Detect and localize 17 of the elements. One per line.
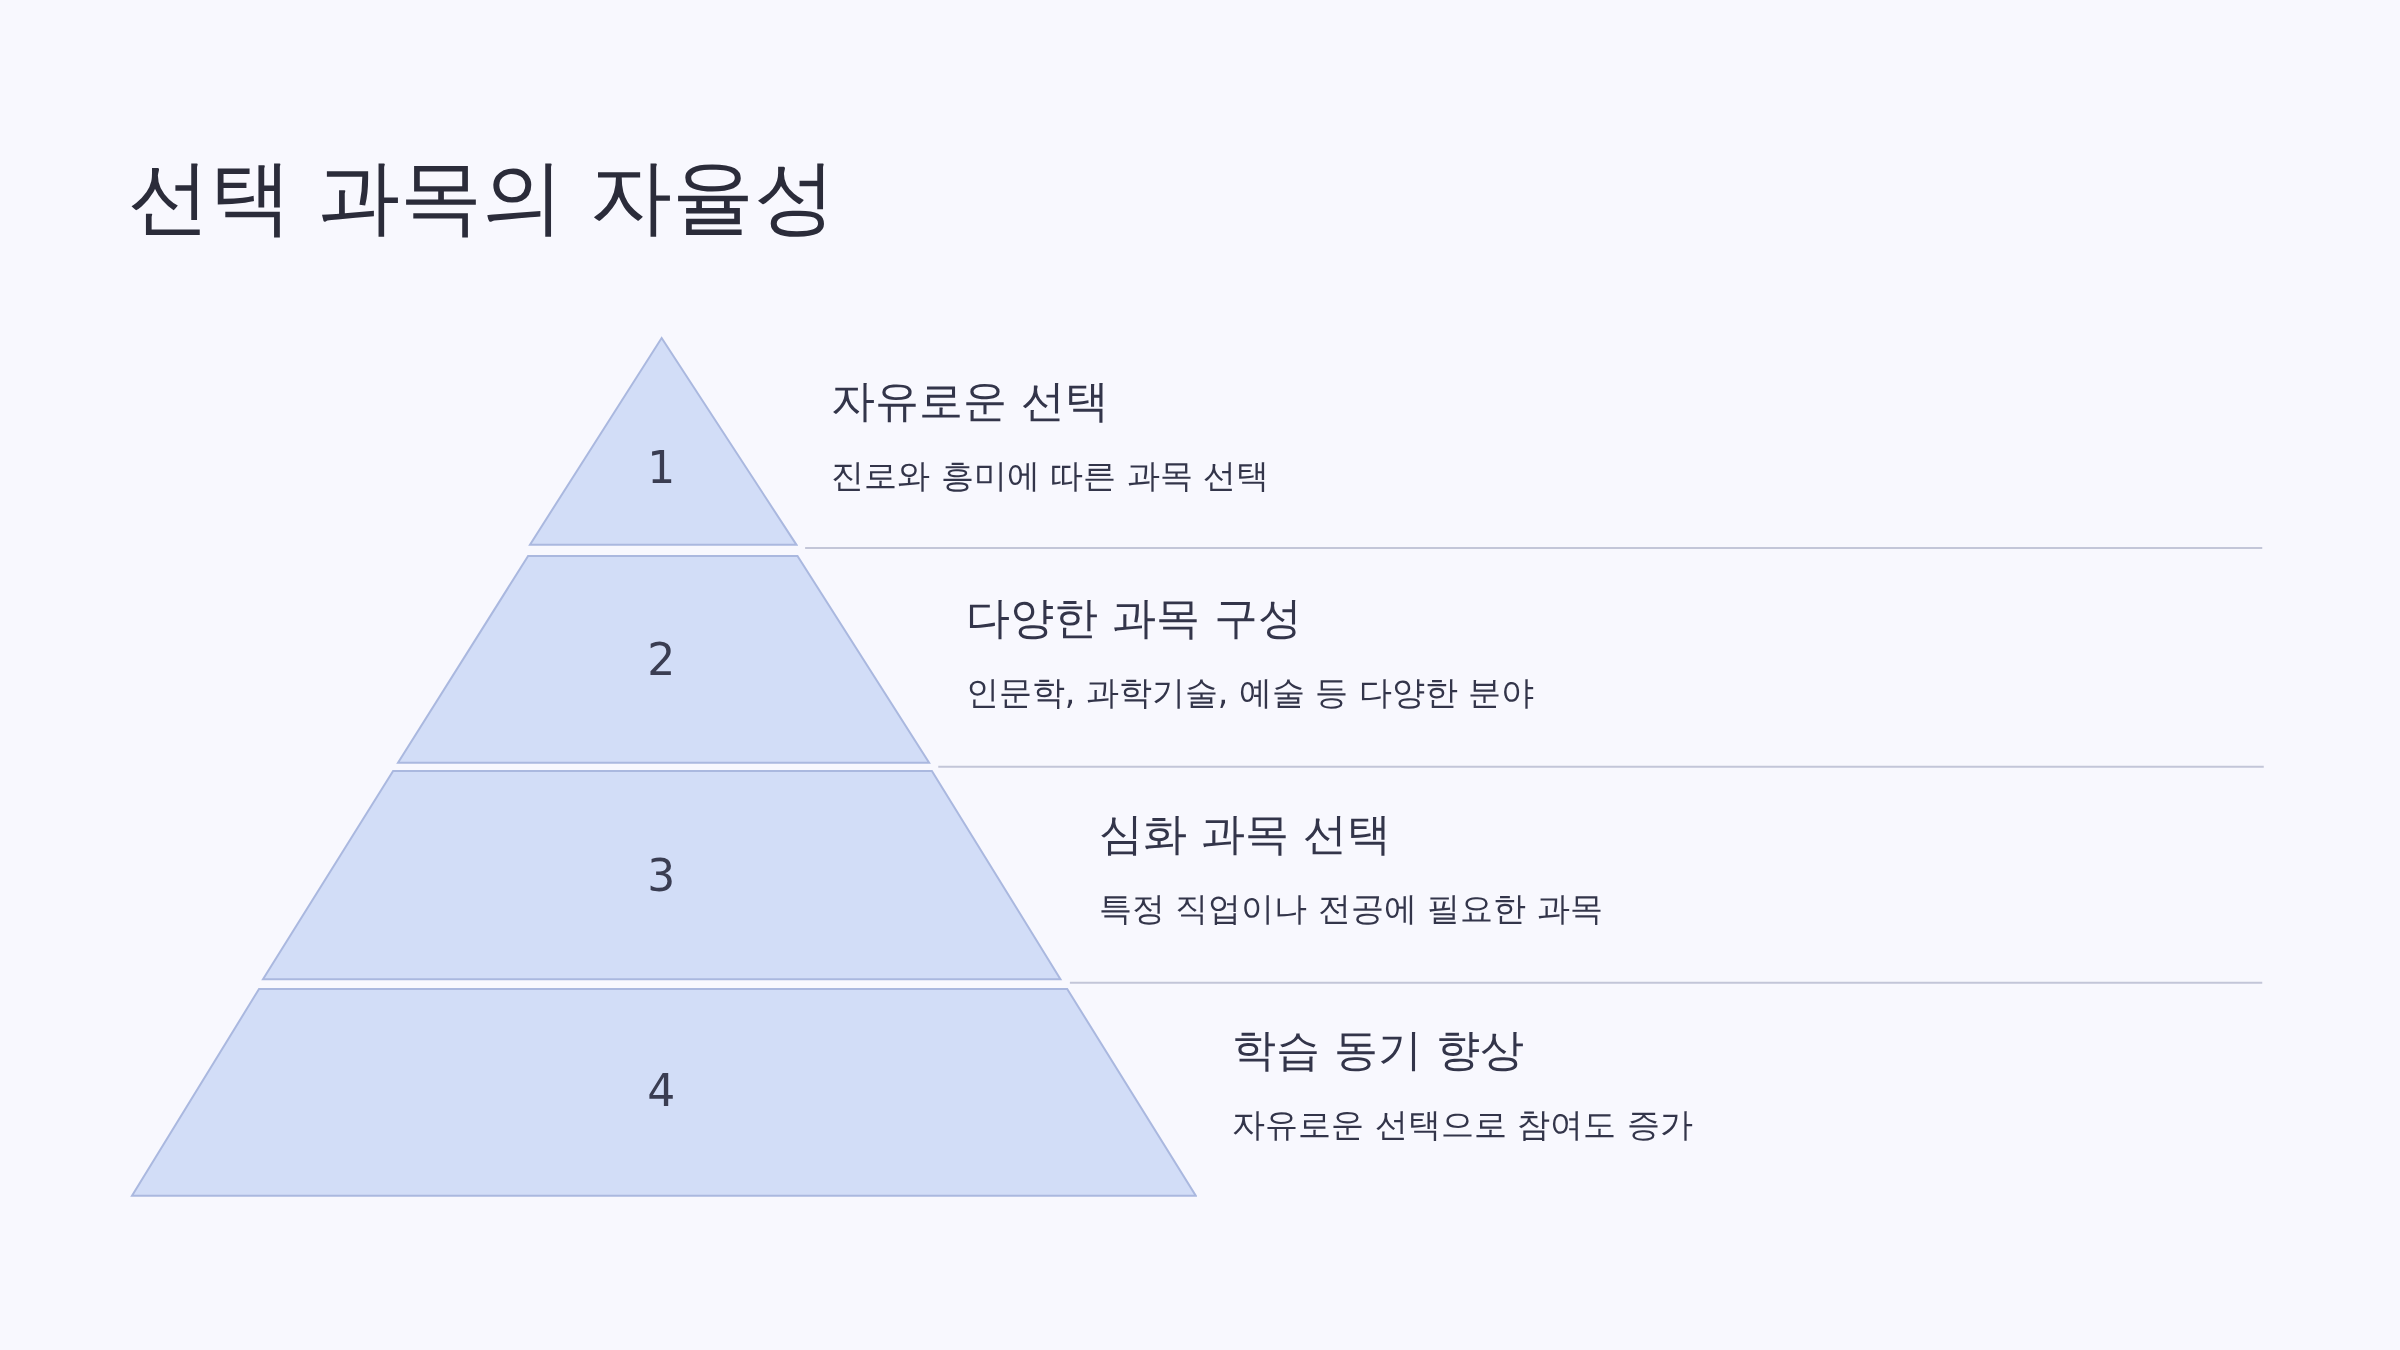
pyramid-tier <box>129 986 1198 1198</box>
tier-heading: 자유로운 선택 <box>831 374 1110 428</box>
tier-description: 자유로운 선택으로 참여도 증가 <box>1232 1105 1693 1145</box>
pyramid-tier <box>395 553 932 765</box>
tier-heading: 심화 과목 선택 <box>1098 807 1391 861</box>
tier-description: 인문학, 과학기술, 예술 등 다양한 분야 <box>965 673 1535 714</box>
pyramid-top-triangle <box>527 336 798 547</box>
tier-heading: 학습 동기 향상 <box>1232 1023 1525 1077</box>
tier-number: 4 <box>647 1069 676 1114</box>
tier-number: 2 <box>647 637 676 682</box>
tier-number: 3 <box>647 853 676 898</box>
tier-description: 진로와 흥미에 따른 과목 선택 <box>831 456 1270 496</box>
tier-heading: 다양한 과목 구성 <box>965 591 1302 645</box>
tier-description: 특정 직업이나 전공에 필요한 과목 <box>1098 889 1603 929</box>
tier-number: 1 <box>647 446 676 491</box>
pyramid-tier <box>261 769 1063 982</box>
slide-title: 선택 과목의 자율성 <box>128 150 837 245</box>
